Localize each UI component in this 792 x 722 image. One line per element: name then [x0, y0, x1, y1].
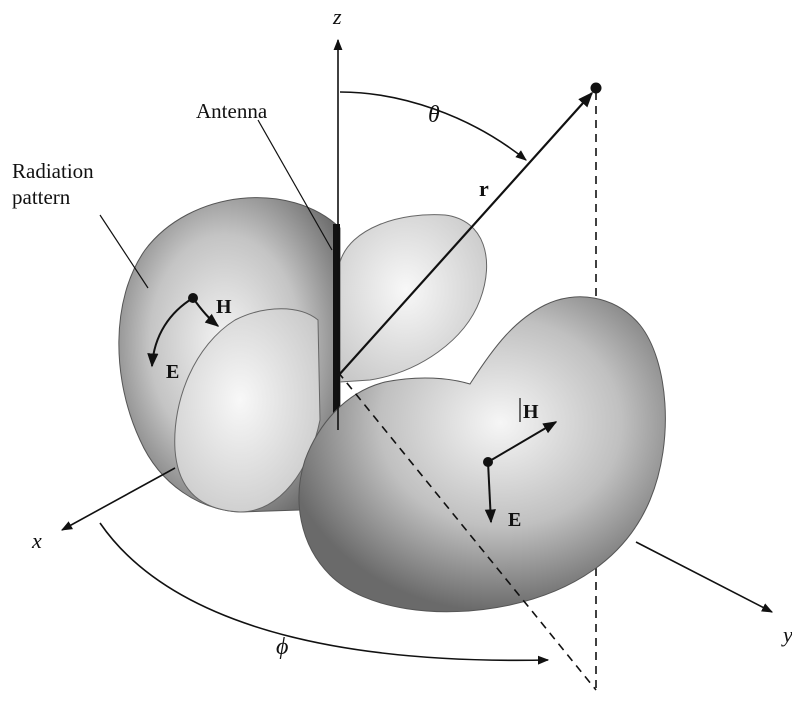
right-lobe	[298, 296, 666, 613]
x-axis-label: x	[31, 528, 42, 553]
phi-label: ϕ	[276, 634, 288, 660]
right-h-arrow	[487, 421, 558, 463]
radiation-pattern-label-line2: pattern	[12, 185, 71, 209]
right-e-label: E	[508, 509, 521, 531]
theta-label: θ	[428, 102, 440, 128]
x-axis	[61, 467, 176, 531]
left-e-label: E	[166, 361, 179, 383]
left-e-arrow	[147, 297, 194, 368]
observation-point	[590, 82, 602, 94]
left-h-label: H	[216, 296, 232, 318]
left-lobe-cut-face-upper	[339, 214, 487, 383]
r-vector-label: r	[479, 176, 489, 201]
radiation-leader-line	[99, 214, 149, 289]
antenna-leader-line	[257, 119, 333, 251]
left-lobe-cut-face-lower	[174, 308, 321, 513]
phi-arc	[99, 522, 550, 665]
left-h-arrow	[192, 297, 220, 327]
projection-dashed-line	[337, 371, 597, 691]
y-axis-label: y	[781, 622, 792, 647]
r-vector	[337, 91, 594, 377]
antenna-rod	[333, 224, 340, 424]
theta-arc	[339, 91, 527, 161]
right-e-arrow	[484, 461, 496, 524]
antenna-label: Antenna	[196, 99, 268, 123]
radiation-pattern-label-line1: Radiation	[12, 159, 94, 183]
right-h-label: H	[523, 401, 539, 423]
y-axis	[635, 541, 773, 613]
z-axis-label: z	[332, 4, 342, 29]
